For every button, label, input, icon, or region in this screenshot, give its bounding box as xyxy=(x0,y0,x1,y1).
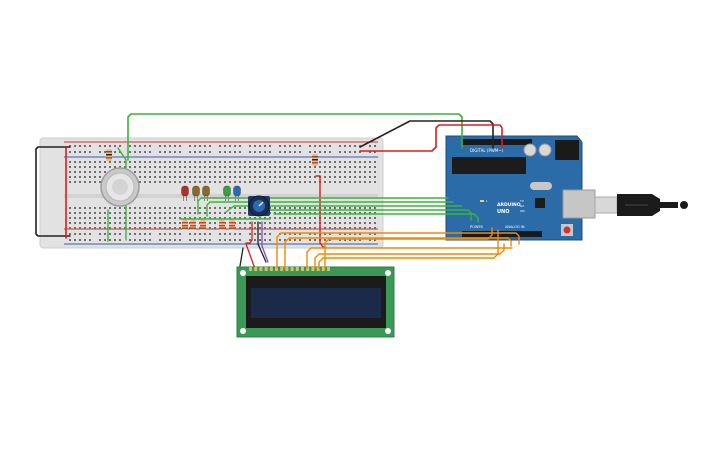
wire-gnd xyxy=(359,120,494,149)
dc-power-jack xyxy=(555,140,579,160)
wire-lcd-vcc xyxy=(245,243,255,267)
led-l-label: L xyxy=(486,199,488,203)
wire-lcd-d6 xyxy=(284,237,512,269)
capacitor xyxy=(523,143,537,157)
power-header-label: POWER xyxy=(470,225,484,229)
arduino-uno[interactable]: DIGITAL (PWM~) ARDUINO UNO L TX RX ON PO… xyxy=(445,135,596,241)
wire-5v xyxy=(359,124,503,152)
wire-lcd-rs xyxy=(324,227,493,269)
power-analog-header xyxy=(462,231,542,237)
wire-lcd-d4 xyxy=(314,243,505,269)
led-rx-label: RX xyxy=(520,204,524,208)
digital-header-label: DIGITAL (PWM~) xyxy=(470,148,504,153)
wire-led-1 xyxy=(197,197,449,215)
lcd-16x2[interactable] xyxy=(236,266,395,338)
resistor-top-right[interactable] xyxy=(312,154,318,166)
wire-pot-purple xyxy=(261,221,269,263)
usb-cable xyxy=(594,194,688,216)
resistors xyxy=(106,149,318,230)
digital-header xyxy=(462,139,532,145)
wire-led-2 xyxy=(206,201,454,217)
led[interactable] xyxy=(181,185,189,201)
resistor-led[interactable] xyxy=(200,220,206,230)
led[interactable] xyxy=(192,185,200,201)
led-l-indicator xyxy=(480,200,484,202)
capacitor xyxy=(538,143,552,157)
arduino-model: UNO xyxy=(497,209,510,215)
breadboard-holes xyxy=(69,145,376,241)
potentiometer[interactable] xyxy=(248,195,270,217)
wire-led-5 xyxy=(273,213,479,223)
wire-lcd-en xyxy=(318,229,499,269)
lcd-pins xyxy=(249,267,330,271)
wire-sensor-signal xyxy=(127,113,463,161)
wire-ground-rail-link xyxy=(35,146,71,237)
wire-green-sensor-leg xyxy=(117,147,127,241)
arduino-logo: ARDUINO xyxy=(497,202,521,208)
resistor-led[interactable] xyxy=(219,220,225,230)
resistor-led[interactable] xyxy=(182,220,188,230)
led[interactable] xyxy=(202,185,210,201)
lcd-screen xyxy=(251,288,381,318)
wire-led-4 xyxy=(265,209,472,221)
atmega-chip xyxy=(452,157,526,174)
wires xyxy=(35,113,520,269)
led-tx-label: TX xyxy=(519,199,524,203)
wire-lcd-d7 xyxy=(276,232,520,269)
wire-led-3 xyxy=(225,205,463,213)
wire-lcd-gnd xyxy=(239,247,244,267)
wire-pot-black xyxy=(257,221,267,263)
wire-lcd-d5 xyxy=(306,247,513,269)
leds xyxy=(181,185,241,201)
crystal xyxy=(530,182,552,190)
resistor-led[interactable] xyxy=(229,220,235,230)
led[interactable] xyxy=(223,185,231,201)
resistor-led[interactable] xyxy=(190,220,196,230)
wire-pot-red xyxy=(245,221,253,244)
breadboard[interactable] xyxy=(39,137,384,249)
led-on-label: ON xyxy=(520,209,525,213)
usb-port xyxy=(562,189,596,219)
resistor-sensor[interactable] xyxy=(106,149,112,161)
gas-sensor[interactable] xyxy=(100,167,140,207)
analog-header-label: ANALOG IN xyxy=(505,225,525,229)
wire-red-breadboard xyxy=(315,175,326,248)
small-chip xyxy=(535,198,545,208)
led[interactable] xyxy=(233,185,241,201)
reset-button-cap xyxy=(563,226,571,234)
